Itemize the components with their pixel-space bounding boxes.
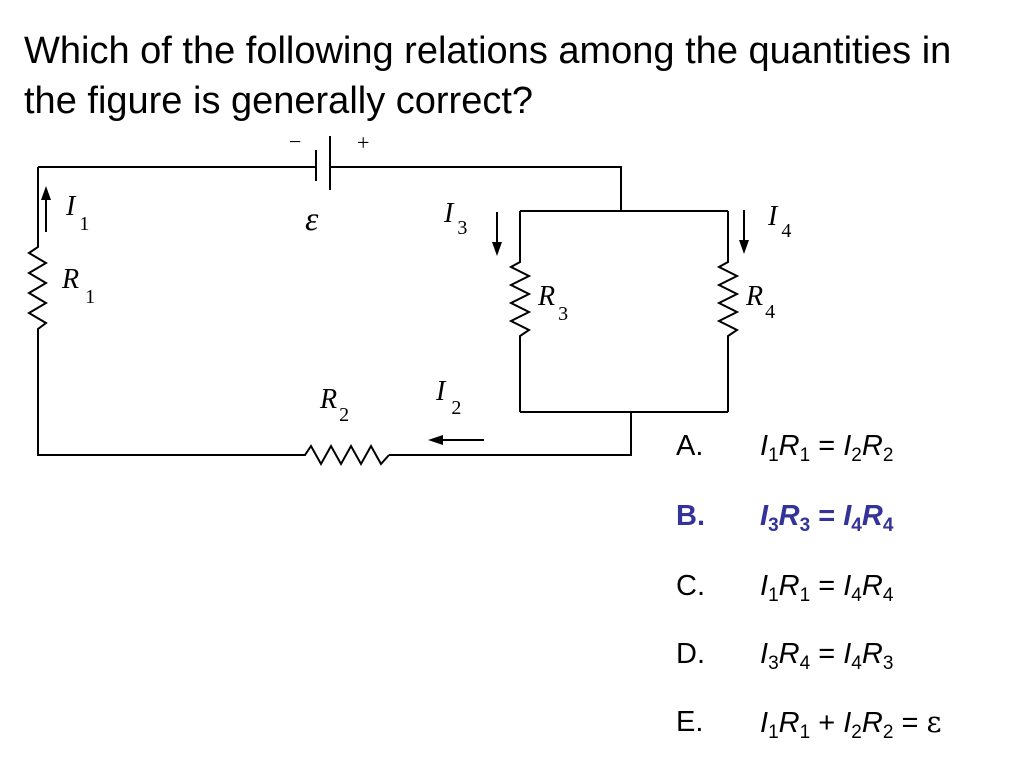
subscript: 3 xyxy=(768,653,779,674)
subscript: 1 xyxy=(768,445,779,466)
subscript: 2 xyxy=(851,445,862,466)
subscript: 2 xyxy=(851,722,862,743)
operator: = xyxy=(810,638,844,670)
variable: I xyxy=(760,430,769,462)
variable: I xyxy=(843,638,852,670)
variable: I xyxy=(760,570,769,602)
variable: I xyxy=(843,570,852,602)
choice-letter: D. xyxy=(676,638,705,670)
variable: R xyxy=(778,430,800,462)
arrow-i2-head xyxy=(428,435,443,445)
label-i2: I2 xyxy=(435,376,461,419)
choice-letter: B. xyxy=(676,500,705,532)
label-r1: R1 xyxy=(61,264,95,308)
variable: R xyxy=(861,500,883,532)
label-i1: I1 xyxy=(65,191,89,235)
resistor-r3-zigzag xyxy=(508,254,532,344)
subscript: 3 xyxy=(882,653,894,674)
resistor-r1-zigzag xyxy=(27,236,48,337)
variable: I xyxy=(843,500,852,532)
wire-bottom-right xyxy=(389,412,632,456)
subscript: 4 xyxy=(882,585,894,606)
subscript: 1 xyxy=(768,585,779,606)
subscript: 1 xyxy=(799,722,811,743)
variable: R xyxy=(861,430,883,462)
operator: = xyxy=(810,430,844,462)
subscript: 4 xyxy=(851,585,862,606)
variable: R xyxy=(778,500,800,532)
wire-left-lower xyxy=(37,337,296,456)
subscript: 1 xyxy=(768,722,779,743)
choice-letter: E. xyxy=(676,706,704,738)
variable: R xyxy=(778,707,800,739)
choice-expression: I3R3 = I4R4 xyxy=(760,496,893,536)
emf-symbol: ε xyxy=(926,705,942,739)
operator: = xyxy=(810,500,844,532)
choice-expression: I1R1 + I2R2 = ε xyxy=(760,702,942,743)
variable: R xyxy=(861,707,883,739)
choice-letter: A. xyxy=(676,430,704,462)
arrow-i3-head xyxy=(492,242,502,256)
subscript: 2 xyxy=(882,722,894,743)
variable: I xyxy=(760,500,769,532)
choice-expression: I1R1 = I4R4 xyxy=(760,566,893,606)
variable: I xyxy=(760,707,769,739)
resistor-r4-zigzag xyxy=(716,254,740,344)
emf-label: ε xyxy=(305,201,319,238)
subscript: 3 xyxy=(768,515,779,536)
resistor-r2-zigzag xyxy=(296,443,390,467)
variable: I xyxy=(760,638,769,670)
subscript: 4 xyxy=(851,515,862,536)
operator: = xyxy=(810,570,844,602)
variable: R xyxy=(778,570,800,602)
choice-expression: I3R4 = I4R3 xyxy=(760,634,893,674)
battery-minus-sign: − xyxy=(289,129,301,154)
variable: R xyxy=(778,638,800,670)
wire-top-right xyxy=(330,166,622,211)
subscript: 3 xyxy=(799,515,811,536)
variable: I xyxy=(843,707,852,739)
subscript: 2 xyxy=(882,445,894,466)
subscript: 1 xyxy=(799,445,811,466)
variable: I xyxy=(843,430,852,462)
subscript: 4 xyxy=(799,653,811,674)
operator: + xyxy=(810,707,844,739)
operator: = xyxy=(893,707,927,739)
variable: R xyxy=(861,638,883,670)
subscript: 4 xyxy=(851,653,862,674)
subscript: 1 xyxy=(799,585,811,606)
arrow-i4-head xyxy=(739,240,749,254)
label-r3: R3 xyxy=(537,281,568,325)
choice-letter: C. xyxy=(676,570,705,602)
variable: R xyxy=(861,570,883,602)
subscript: 4 xyxy=(882,515,894,536)
choice-expression: I1R1 = I2R2 xyxy=(760,426,893,466)
arrow-i1-head xyxy=(41,186,51,200)
question-text: Which of the following relations among t… xyxy=(24,30,952,122)
battery-plus-sign: + xyxy=(357,130,369,155)
